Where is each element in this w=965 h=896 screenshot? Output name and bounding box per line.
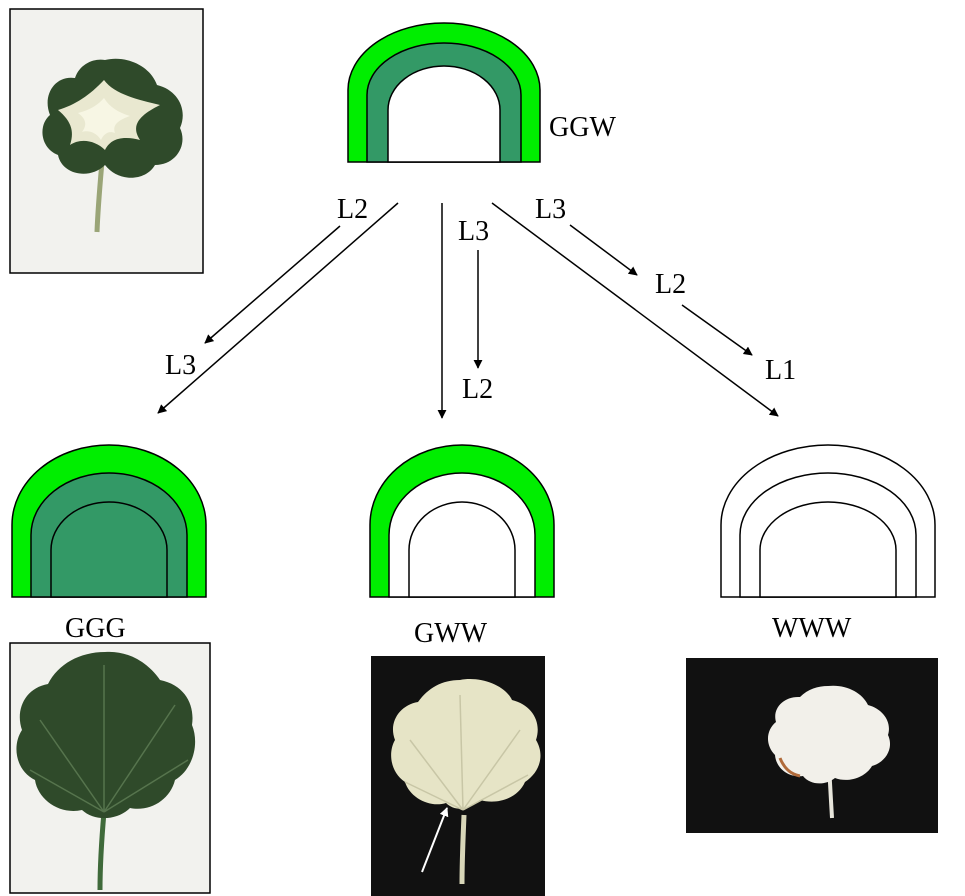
white-leaf-with-green-margin-icon bbox=[391, 679, 541, 885]
parent-label: GGW bbox=[549, 112, 616, 143]
parent-leaf-photo bbox=[9, 8, 204, 274]
child-dome-gww bbox=[369, 444, 555, 598]
child-dome-www bbox=[720, 444, 936, 598]
variegated-leaf-icon bbox=[42, 58, 183, 233]
parent-dome-ggw bbox=[347, 22, 541, 163]
arrow-to-ggg bbox=[157, 202, 399, 414]
arrow-l2-to-l3-left bbox=[204, 225, 341, 344]
arrow-label-left-bottom: L3 bbox=[165, 350, 196, 381]
arrow-label-left-top: L2 bbox=[337, 194, 368, 225]
arrow-label-right-first: L3 bbox=[535, 194, 566, 225]
arrow-label-middle-bottom: L2 bbox=[462, 374, 493, 405]
arrow-label-right-second: L2 bbox=[655, 269, 686, 300]
arrow-l3-to-l2-right bbox=[569, 224, 638, 276]
ggg-leaf-photo bbox=[9, 642, 211, 894]
green-leaf-icon bbox=[16, 651, 196, 891]
white-arrow-icon bbox=[421, 807, 449, 873]
arrow-label-right-third: L1 bbox=[765, 355, 796, 386]
white-leaf-icon bbox=[767, 685, 891, 819]
child-label-ggg: GGG bbox=[65, 613, 126, 644]
child-label-www: WWW bbox=[772, 613, 852, 644]
arrow-l2-to-l1-right bbox=[681, 304, 753, 356]
arrow-to-www bbox=[491, 202, 779, 417]
child-label-gww: GWW bbox=[414, 618, 488, 649]
child-dome-ggg bbox=[11, 444, 207, 598]
arrow-label-middle-top: L3 bbox=[458, 216, 489, 247]
www-leaf-photo bbox=[686, 658, 938, 833]
gww-leaf-photo bbox=[371, 656, 545, 896]
